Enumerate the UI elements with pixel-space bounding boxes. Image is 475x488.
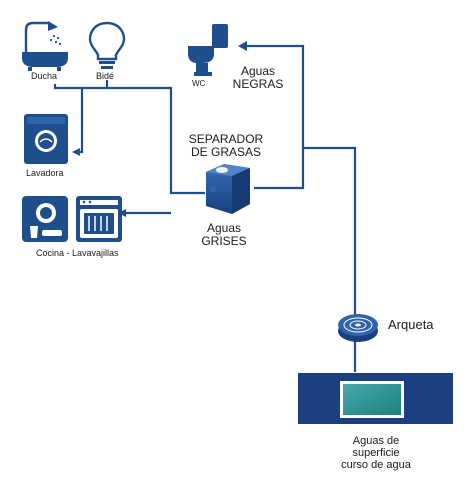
grease-separator-icon	[206, 164, 250, 214]
label-bide: Bidé	[96, 71, 115, 81]
label-negras-line1: Aguas	[240, 64, 276, 78]
label-arqueta: Arqueta	[388, 317, 434, 332]
label-separador: SEPARADOR DE GRASAS	[186, 133, 266, 159]
kitchen-sink-icon	[22, 196, 68, 242]
surface-water-icon	[298, 373, 453, 424]
label-negras-line2: NEGRAS	[232, 77, 284, 91]
label-destino-line3: curso de agua	[341, 459, 411, 471]
bidet-icon	[88, 21, 126, 69]
arrow-lavadora	[72, 148, 80, 156]
label-destino: Aguas de superficie curso de agua	[318, 435, 434, 471]
label-wc: WC	[192, 79, 206, 88]
label-ducha: Ducha	[31, 71, 58, 81]
arrow-wc	[238, 41, 247, 51]
pipe-lavadora	[78, 88, 84, 154]
wc-icon	[188, 24, 228, 76]
label-grises-line1: Aguas	[206, 221, 242, 235]
washing-machine-icon	[24, 114, 68, 164]
pipe-separador-out	[246, 44, 305, 190]
pipe-bath-collector	[53, 84, 205, 195]
label-grises-line2: GRISES	[201, 234, 247, 248]
shower-icon	[22, 21, 68, 71]
grey-water-pipes	[53, 44, 357, 372]
pipe-main-down	[303, 146, 357, 372]
label-negras: Aguas NEGRAS	[226, 65, 290, 91]
label-separador-line2: DE GRASAS	[190, 145, 262, 159]
dishwasher-icon	[76, 196, 122, 242]
label-destino-line1: Aguas de	[352, 435, 400, 447]
label-cocina: Cocina - Lavavajillas	[36, 248, 119, 258]
label-destino-line2: superficie	[352, 447, 400, 459]
label-grises: Aguas GRISES	[196, 222, 252, 248]
label-lavadora: Lavadora	[26, 168, 64, 178]
arqueta-icon	[338, 314, 378, 342]
label-separador-line1: SEPARADOR	[188, 132, 264, 146]
